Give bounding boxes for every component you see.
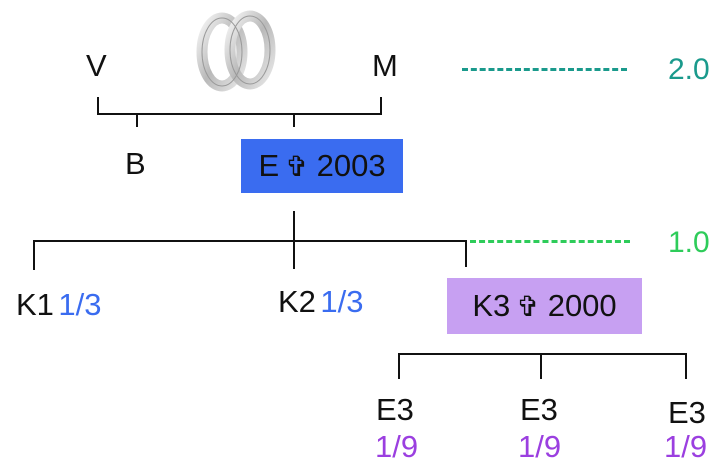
node-v: V xyxy=(86,48,107,83)
node-e3b-share: 1/9 xyxy=(518,429,562,464)
connector-b xyxy=(136,113,138,127)
node-k3-name: K3 xyxy=(472,288,511,323)
node-k1: K1 1/3 xyxy=(16,289,101,320)
node-k1-name: K1 xyxy=(16,287,54,322)
node-k3-box: K3 ✞ 2000 xyxy=(447,278,642,334)
cross-icon: ✞ xyxy=(516,290,540,322)
connector-e3a xyxy=(398,353,400,379)
node-k2: K2 1/3 xyxy=(278,286,363,317)
connector-k1 xyxy=(33,240,35,270)
connector-e xyxy=(293,113,295,127)
level-middle-label: 1.0 xyxy=(668,226,710,259)
level-middle-dash xyxy=(470,240,630,243)
node-k2-share: 1/3 xyxy=(320,284,364,319)
connector-e3b xyxy=(540,353,542,379)
cross-icon: ✞ xyxy=(285,150,309,182)
node-e3a-name: E3 xyxy=(376,392,414,427)
connector-k3 xyxy=(465,240,467,267)
node-e-box: E ✞ 2003 xyxy=(241,139,403,193)
grandchildren-line xyxy=(398,353,687,355)
connector-m xyxy=(380,97,382,114)
node-e3c-name: E3 xyxy=(668,395,706,430)
node-e-year: 2003 xyxy=(316,148,386,183)
node-k2-name: K2 xyxy=(278,284,316,319)
level-top-label: 2.0 xyxy=(668,53,710,86)
node-e3b-name: E3 xyxy=(520,392,558,427)
marriage-line xyxy=(97,113,382,115)
node-e-name: E xyxy=(258,148,280,183)
children-line xyxy=(33,240,467,242)
connector-e3c xyxy=(685,353,687,379)
node-k1-share: 1/3 xyxy=(58,287,102,322)
connector-v xyxy=(97,97,99,114)
node-e3a-share: 1/9 xyxy=(375,429,419,464)
node-b: B xyxy=(125,146,146,181)
node-e3c-share: 1/9 xyxy=(664,429,708,464)
level-top-dash xyxy=(462,68,627,71)
node-m: M xyxy=(372,48,398,83)
wedding-rings-icon xyxy=(196,10,276,92)
node-k3-year: 2000 xyxy=(547,288,617,323)
